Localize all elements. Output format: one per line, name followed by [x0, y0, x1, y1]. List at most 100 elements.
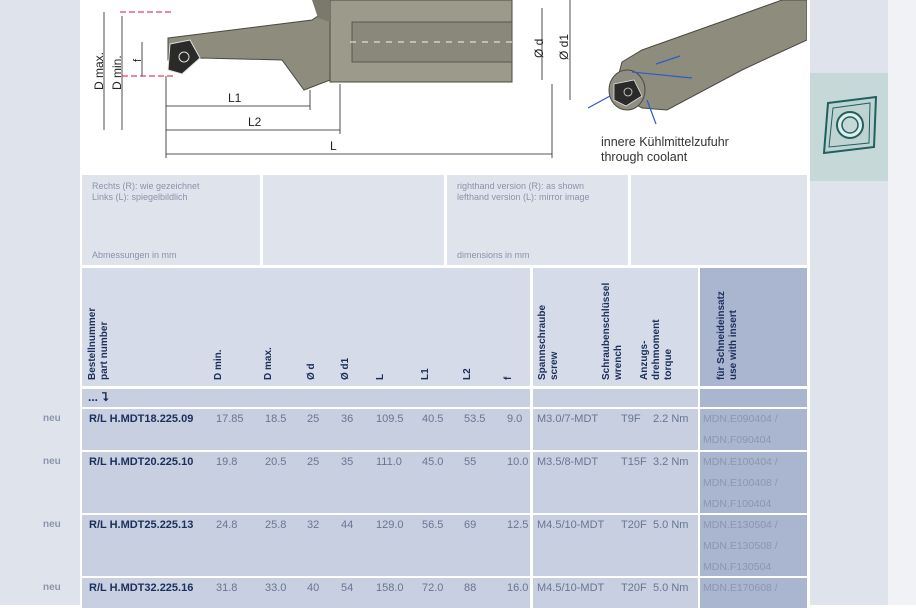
header-dmin: D min.	[213, 349, 224, 380]
cell-wrench: T9F	[621, 413, 641, 425]
header-part-en: part number	[99, 321, 110, 380]
header-part-de: Bestellnummer	[87, 307, 98, 380]
cell-screw: M4.5/10-MDT	[537, 519, 605, 531]
cell-l2: 69	[464, 519, 477, 531]
dim-l-label: L	[330, 139, 337, 153]
page-edge	[888, 0, 916, 605]
table-row-insert	[700, 515, 807, 576]
cell-d1: 35	[341, 456, 354, 468]
cell-d: 25	[307, 413, 320, 425]
cell-part: R/L H.MDT32.225.16	[89, 582, 194, 594]
header-insert-en: use with insert	[728, 309, 739, 380]
note-left-line2: Links (L): spiegelbildlich	[92, 192, 188, 202]
cell-dmax: 25.8	[265, 519, 287, 531]
cell-d1: 44	[341, 519, 354, 531]
cell-part: R/L H.MDT18.225.09	[89, 413, 194, 425]
cell-d: 40	[307, 582, 320, 594]
cell-d: 25	[307, 456, 320, 468]
new-badge: neu	[43, 519, 61, 530]
header-torque-en: torque	[663, 348, 674, 380]
table-row-insert	[700, 452, 807, 513]
header-screw-de: Spannschraube	[537, 304, 548, 380]
table-row	[82, 452, 530, 513]
header-screw-en: screw	[549, 351, 560, 380]
cell-screw: M4.5/10-MDT	[537, 582, 605, 594]
table-row-insert	[700, 409, 807, 450]
cell-screw: M3.5/8-MDT	[537, 456, 599, 468]
cell-part: R/L H.MDT25.225.13	[89, 519, 194, 531]
cell-l1: 45.0	[422, 456, 444, 468]
header-l: L	[375, 373, 386, 380]
marker-symbol: ... ⮧	[88, 390, 109, 404]
cell-screw: M3.0/7-MDT	[537, 413, 599, 425]
header-d: Ø d	[306, 363, 317, 380]
cell-l: 129.0	[376, 519, 404, 531]
cell-insert: MDN.F090404	[703, 434, 772, 446]
cell-l1: 56.5	[422, 519, 444, 531]
note-right-line1: righthand version (R): as shown	[457, 181, 585, 191]
cell-l1: 40.5	[422, 413, 444, 425]
dim-l2-label: L2	[248, 115, 262, 129]
cell-l2: 88	[464, 582, 477, 594]
table-row	[82, 409, 530, 450]
header-l1: L1	[420, 368, 431, 380]
dim-d1-label: Ø d1	[557, 33, 571, 60]
drill-drawing	[103, 0, 808, 158]
new-badge: neu	[43, 582, 61, 593]
cell-dmin: 31.8	[216, 582, 238, 594]
cell-torque: 3.2 Nm	[653, 456, 689, 468]
note-spacer	[263, 175, 444, 265]
dim-dmin-label: D min.	[110, 55, 124, 90]
cell-dmin: 17.85	[216, 413, 244, 425]
new-badge: neu	[43, 456, 61, 467]
table-header-tools: Spannschraube screw Schraubenschlüssel w…	[533, 268, 698, 386]
cell-l: 158.0	[376, 582, 404, 594]
insert-icon-box	[810, 73, 888, 181]
cell-dmin: 19.8	[216, 456, 238, 468]
cell-dmin: 24.8	[216, 519, 238, 531]
table-row	[82, 515, 530, 576]
cell-insert: MDN.E170608 /	[703, 582, 778, 594]
cell-insert: MDN.E130504 /	[703, 519, 778, 531]
note-right-dims: dimensions in mm	[457, 250, 530, 260]
left-margin	[0, 0, 80, 605]
cell-f: 12.5	[507, 519, 529, 531]
coolant-label-de: innere Kühlmittelzufuhr	[601, 135, 729, 149]
cell-l: 109.5	[376, 413, 404, 425]
cell-insert: MDN.F100404	[703, 498, 772, 510]
dim-f-label: f	[132, 58, 144, 62]
table-row	[82, 578, 530, 608]
cell-torque: 5.0 Nm	[653, 519, 689, 531]
table-row-tools	[533, 515, 698, 576]
header-insert-de: für Schneideinsatz	[716, 291, 727, 380]
note-left-dims: Abmessungen in mm	[92, 250, 177, 260]
marker-row-tools	[533, 389, 698, 407]
header-d1: Ø d1	[340, 357, 351, 380]
cell-insert: MDN.E100404 /	[703, 456, 778, 468]
cell-dmax: 18.5	[265, 413, 287, 425]
coolant-label-en: through coolant	[601, 150, 688, 164]
table-header: Bestellnummer part number D min. D max. …	[82, 268, 530, 386]
cell-d: 32	[307, 519, 320, 531]
marker-row-insert	[700, 389, 807, 407]
insert-icon	[822, 95, 878, 155]
cell-dmax: 33.0	[265, 582, 287, 594]
header-torque-de2: drehmoment	[651, 319, 662, 380]
table-row-tools	[533, 452, 698, 513]
header-torque-de1: Anzugs-	[639, 340, 650, 380]
cell-insert: MDN.F130504	[703, 561, 772, 573]
header-f: f	[503, 376, 514, 380]
cell-l: 111.0	[376, 456, 402, 468]
header-l2: L2	[462, 368, 473, 380]
dim-l1-label: L1	[228, 91, 242, 105]
cell-wrench: T20F	[621, 519, 647, 531]
technical-drawing: D max. D min. f L1 L2 L Ø d Ø d1 innere …	[82, 0, 808, 172]
cell-l2: 55	[464, 456, 477, 468]
header-wrench-de: Schraubenschlüssel	[601, 282, 612, 380]
table-row-tools	[533, 409, 698, 450]
note-spacer-2	[631, 175, 807, 265]
cell-l1: 72.0	[422, 582, 444, 594]
marker-row: ... ⮧	[82, 389, 530, 407]
